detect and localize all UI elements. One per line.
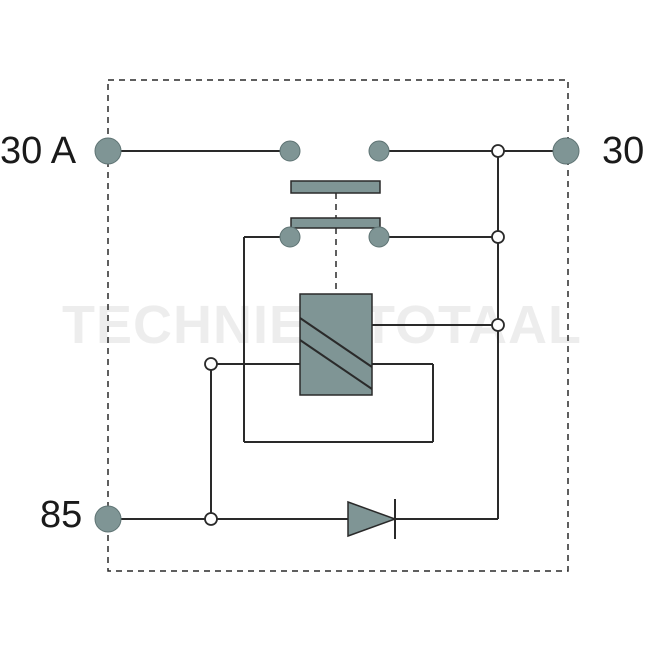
relay-coil	[299, 293, 373, 396]
junction-node	[204, 357, 218, 371]
junction-node	[491, 230, 505, 244]
terminal-30a-label: 30 A	[0, 130, 77, 172]
junction-node	[491, 144, 505, 158]
contact-point-mid-left	[279, 226, 301, 248]
contact-bar-lower	[290, 217, 381, 229]
junction-node	[491, 318, 505, 332]
contact-bar-upper	[290, 180, 381, 194]
relay-housing-outline	[107, 79, 569, 572]
diode-triangle	[347, 500, 398, 538]
terminal-30-label: 30	[602, 130, 644, 172]
contact-point-top-left	[279, 140, 301, 162]
coil-slash-lower	[299, 339, 373, 390]
terminal-30	[552, 137, 580, 165]
junction-node	[204, 512, 218, 526]
terminal-30a	[94, 137, 122, 165]
contact-point-mid-right	[368, 226, 390, 248]
terminal-85-label: 85	[40, 494, 82, 536]
contact-point-top-right	[368, 140, 390, 162]
terminal-85	[94, 505, 122, 533]
coil-slash-upper	[299, 317, 373, 368]
